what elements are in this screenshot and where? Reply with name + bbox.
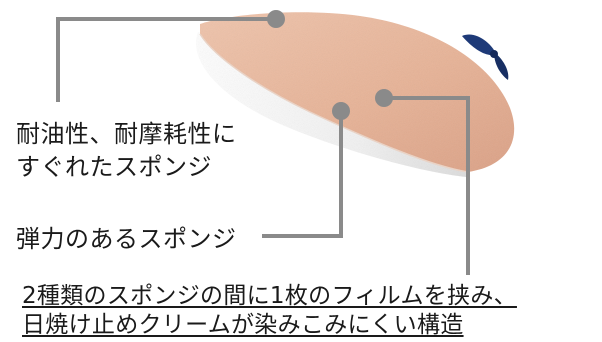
label-elastic-sponge: 弾力のあるスポンジ — [16, 223, 237, 256]
label-oil-resistant-sponge: 耐油性、耐摩耗性に すぐれたスポンジ — [16, 118, 237, 184]
label-oil-line1: 耐油性、耐摩耗性に — [16, 120, 237, 148]
leader-dot-oil — [267, 10, 285, 28]
label-structure-line2: 日焼け止めクリームが染みこみにくい構造 — [22, 312, 464, 338]
label-structure: 2種類のスポンジの間に1枚のフィルムを挟み、 日焼け止めクリームが染みこみにくい… — [22, 282, 517, 340]
navy-ribbon-icon — [462, 34, 509, 80]
label-oil-line2: すぐれたスポンジ — [16, 153, 212, 181]
leader-line-structure — [384, 96, 470, 275]
leader-dot-structure — [375, 89, 393, 107]
label-elastic-text: 弾力のあるスポンジ — [16, 225, 237, 253]
label-structure-line1: 2種類のスポンジの間に1枚のフィルムを挟み、 — [22, 283, 517, 309]
leader-line-elastic — [262, 111, 343, 238]
leader-line-oil — [56, 17, 276, 102]
leader-dot-elastic — [332, 102, 350, 120]
film-layer-line — [199, 33, 469, 173]
